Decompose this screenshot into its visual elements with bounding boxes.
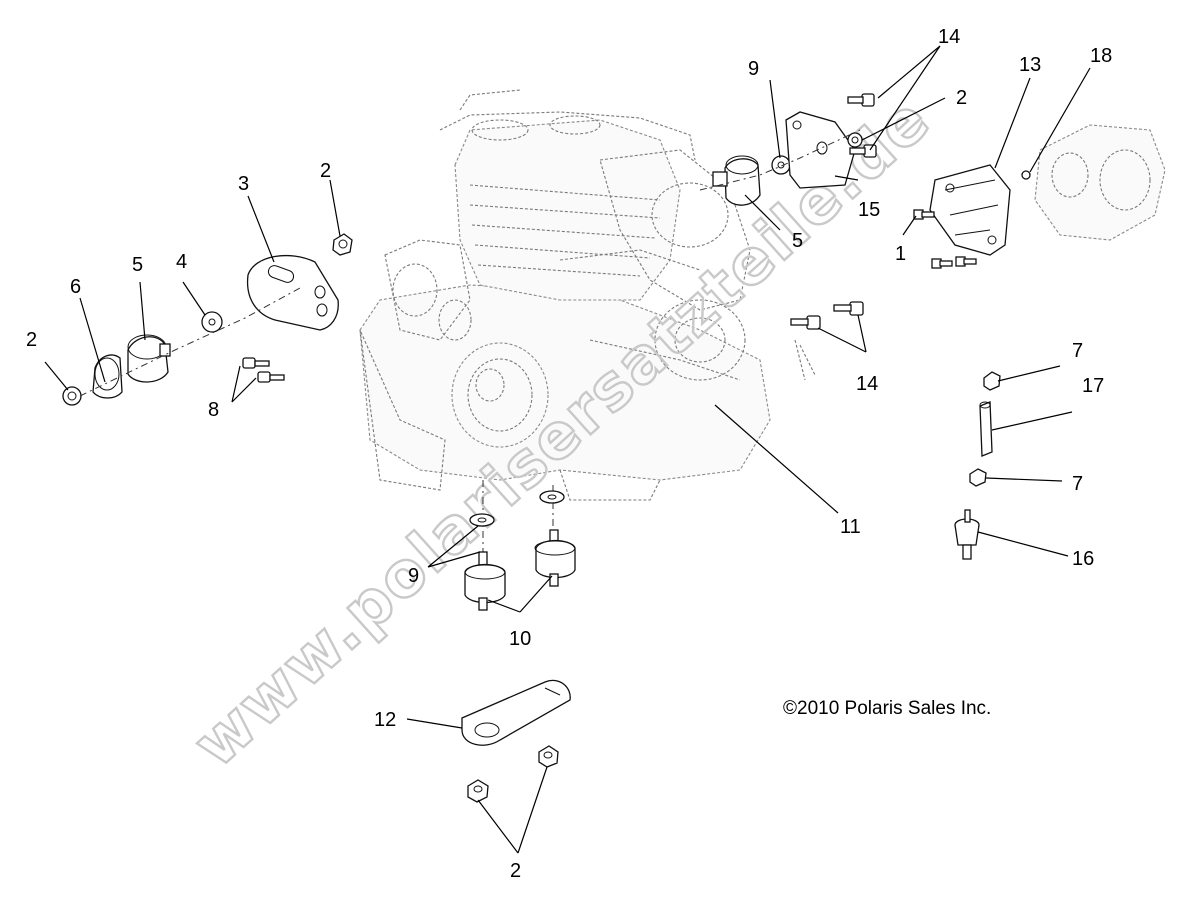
- callout-7-bottom: 7: [1072, 473, 1083, 495]
- bumper-icon: [954, 509, 980, 560]
- callout-13: 13: [1019, 54, 1041, 76]
- callout-9-bottom: 9: [408, 565, 419, 587]
- nut-icon: [62, 386, 82, 406]
- callout-14-mid: 14: [856, 373, 878, 395]
- cap-icon: [969, 468, 987, 487]
- callout-16: 16: [1072, 548, 1094, 570]
- engine-block: [359, 89, 816, 501]
- callout-3: 3: [238, 173, 249, 195]
- isolator-icon: [712, 155, 761, 206]
- cup-washer-icon: [92, 354, 123, 399]
- callout-14-top: 14: [938, 26, 960, 48]
- isolator-icon: [464, 529, 576, 611]
- nut-icon: [332, 233, 353, 256]
- washer-icon: [469, 490, 565, 527]
- callout-2-left: 2: [26, 329, 37, 351]
- transmission-housing: [1021, 124, 1166, 241]
- washer-icon: [771, 155, 791, 175]
- washer-icon: [201, 311, 223, 333]
- nut-icon: [538, 745, 559, 768]
- bolt-icon: [847, 93, 877, 158]
- bracket-13-assembly: [913, 164, 1011, 269]
- callout-8: 8: [208, 399, 219, 421]
- callout-1: 1: [895, 243, 906, 265]
- plate-12: [461, 679, 571, 746]
- callout-5-left: 5: [132, 254, 143, 276]
- callout-7-top: 7: [1072, 340, 1083, 362]
- upper-right-mount-assembly: [699, 93, 877, 330]
- callout-6: 6: [70, 276, 81, 298]
- callout-4: 4: [176, 251, 187, 273]
- right-mount-parts: [954, 371, 1001, 560]
- callout-17: 17: [1082, 375, 1104, 397]
- lower-mount-assembly: [464, 480, 576, 611]
- bolt-icon: [913, 209, 977, 269]
- callout-15: 15: [858, 199, 880, 221]
- bolt-icon: [790, 301, 864, 330]
- cap-icon: [983, 371, 1001, 391]
- left-mount-assembly: [62, 233, 353, 406]
- pin-icon: [979, 401, 993, 457]
- nut-icon: [847, 132, 863, 148]
- callout-5-right: 5: [792, 230, 803, 252]
- callout-2-bottom: 2: [510, 860, 521, 882]
- mount-bracket-icon: [246, 254, 339, 331]
- copyright-notice: ©2010 Polaris Sales Inc.: [783, 698, 991, 719]
- isolator-icon: [127, 334, 171, 383]
- callout-10: 10: [509, 628, 531, 650]
- nut-icon: [467, 779, 489, 803]
- callout-12: 12: [374, 709, 396, 731]
- callout-2-topright: 2: [956, 87, 967, 109]
- leader-lines: [44, 45, 1091, 854]
- bolt-icon: [242, 357, 285, 383]
- callout-18: 18: [1090, 45, 1112, 67]
- callout-labels: 2 6 5 4 3 2 8 9 14 2 13 18 15 5 1 14 7 1…: [26, 26, 1112, 882]
- callout-9-top: 9: [748, 58, 759, 80]
- mount-bracket-icon: [785, 111, 856, 189]
- callout-11: 11: [840, 516, 861, 538]
- callout-2-upper: 2: [320, 160, 331, 182]
